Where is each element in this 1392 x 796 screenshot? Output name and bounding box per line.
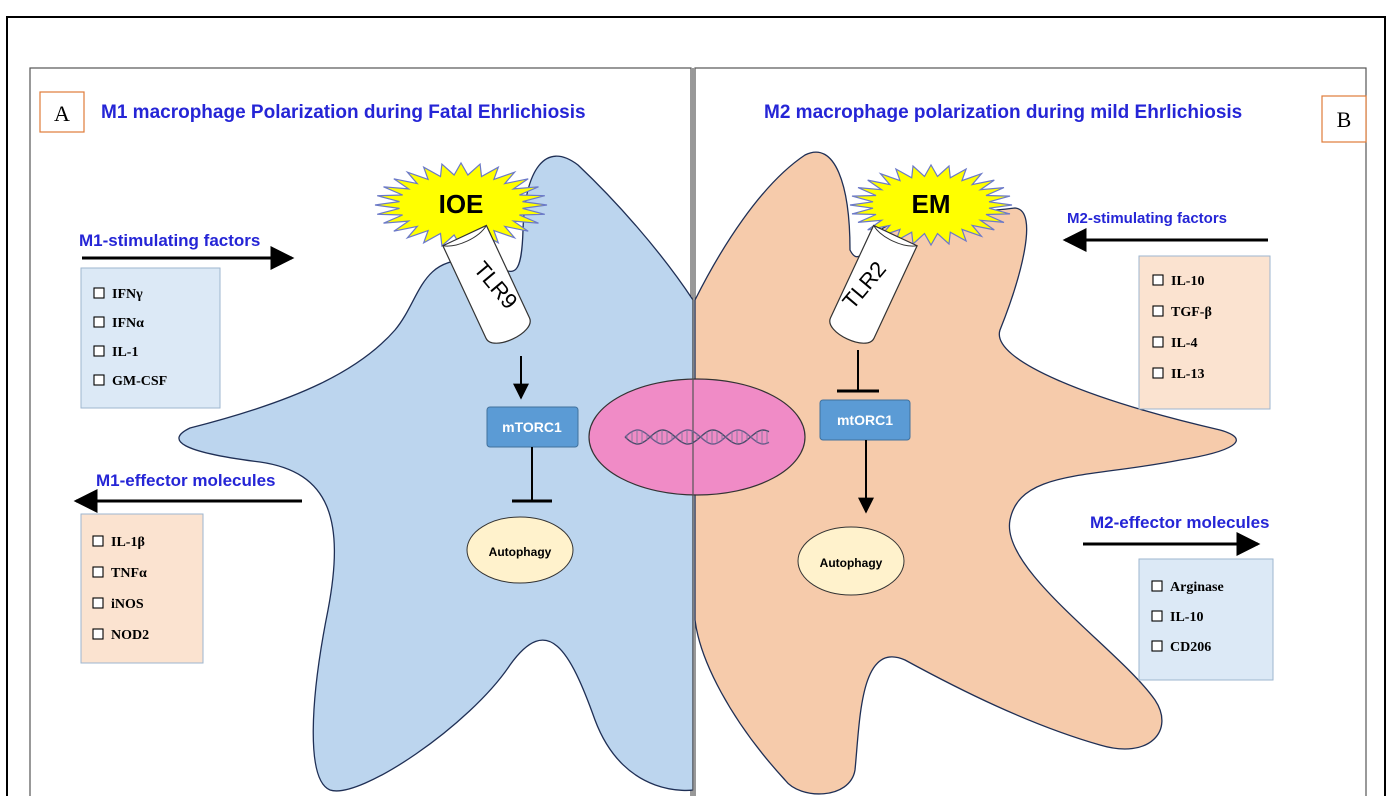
m1-effector-item: TNFα bbox=[111, 566, 147, 581]
m1-stimulating-item: GM-CSF bbox=[112, 374, 167, 389]
m2-effector-item: IL-10 bbox=[1170, 610, 1203, 625]
m2-effector-heading: M2-effector molecules bbox=[1090, 513, 1270, 532]
checkbox-icon bbox=[92, 628, 104, 640]
m2-stimulating-item: IL-13 bbox=[1171, 367, 1204, 382]
panel-a-letter: A bbox=[54, 101, 70, 126]
m2-stimulating-heading: M2-stimulating factors bbox=[1067, 210, 1227, 227]
m2-stimulating-item: IL-4 bbox=[1171, 336, 1197, 351]
pathogen-starburst-ioe bbox=[374, 161, 548, 249]
m1-stimulating-heading: M1-stimulating factors bbox=[79, 231, 260, 250]
mtorc1-label-a: mTORC1 bbox=[502, 419, 562, 435]
m1-stimulating-item: IFNα bbox=[112, 316, 144, 331]
pathogen-label-em: EM bbox=[912, 189, 951, 219]
checkbox-icon bbox=[92, 566, 104, 578]
panel-b-letter-box bbox=[1321, 95, 1367, 143]
panel-a-letter-box bbox=[39, 91, 85, 133]
checkbox-icon bbox=[92, 535, 104, 547]
m2-effector-item: Arginase bbox=[1170, 580, 1224, 595]
checkbox-icon bbox=[93, 316, 105, 328]
checkbox-icon bbox=[1152, 336, 1164, 348]
m1-stimulating-item: IL-1 bbox=[112, 345, 138, 360]
checkbox-icon bbox=[1152, 305, 1164, 317]
checkbox-icon bbox=[93, 374, 105, 386]
dna-helix-icon bbox=[624, 429, 770, 445]
m1-effector-item: iNOS bbox=[111, 597, 144, 612]
outer-frame bbox=[6, 16, 1386, 796]
checkbox-icon bbox=[1152, 274, 1164, 286]
autophagy-node-b bbox=[797, 526, 905, 596]
checkbox-icon bbox=[93, 345, 105, 357]
m2-effector-item: CD206 bbox=[1170, 640, 1211, 655]
checkbox-icon bbox=[1152, 367, 1164, 379]
checkbox-icon bbox=[1151, 610, 1163, 622]
m1-effector-heading: M1-effector molecules bbox=[96, 471, 276, 490]
pathogen-label-ioe: IOE bbox=[439, 189, 484, 219]
mtorc1-label-b: mtORC1 bbox=[837, 412, 893, 428]
pathogen-starburst-em bbox=[849, 163, 1013, 247]
m1-stimulating-item: IFNγ bbox=[112, 287, 143, 302]
checkbox-icon bbox=[93, 287, 105, 299]
m2-stimulating-item: IL-10 bbox=[1171, 274, 1204, 289]
autophagy-label-b: Autophagy bbox=[820, 556, 883, 570]
checkbox-icon bbox=[92, 597, 104, 609]
panel-a-title: M1 macrophage Polarization during Fatal … bbox=[101, 102, 586, 123]
checkbox-icon bbox=[1151, 580, 1163, 592]
checkbox-icon bbox=[1151, 640, 1163, 652]
autophagy-label-a: Autophagy bbox=[489, 545, 552, 559]
m1-effector-item: NOD2 bbox=[111, 628, 149, 643]
panel-b-title: M2 macrophage polarization during mild E… bbox=[764, 102, 1242, 123]
autophagy-node-a bbox=[466, 516, 574, 584]
m1-effector-item: IL-1β bbox=[111, 535, 145, 550]
m2-stimulating-item: TGF-β bbox=[1171, 305, 1212, 320]
panel-b-letter: B bbox=[1337, 107, 1352, 132]
